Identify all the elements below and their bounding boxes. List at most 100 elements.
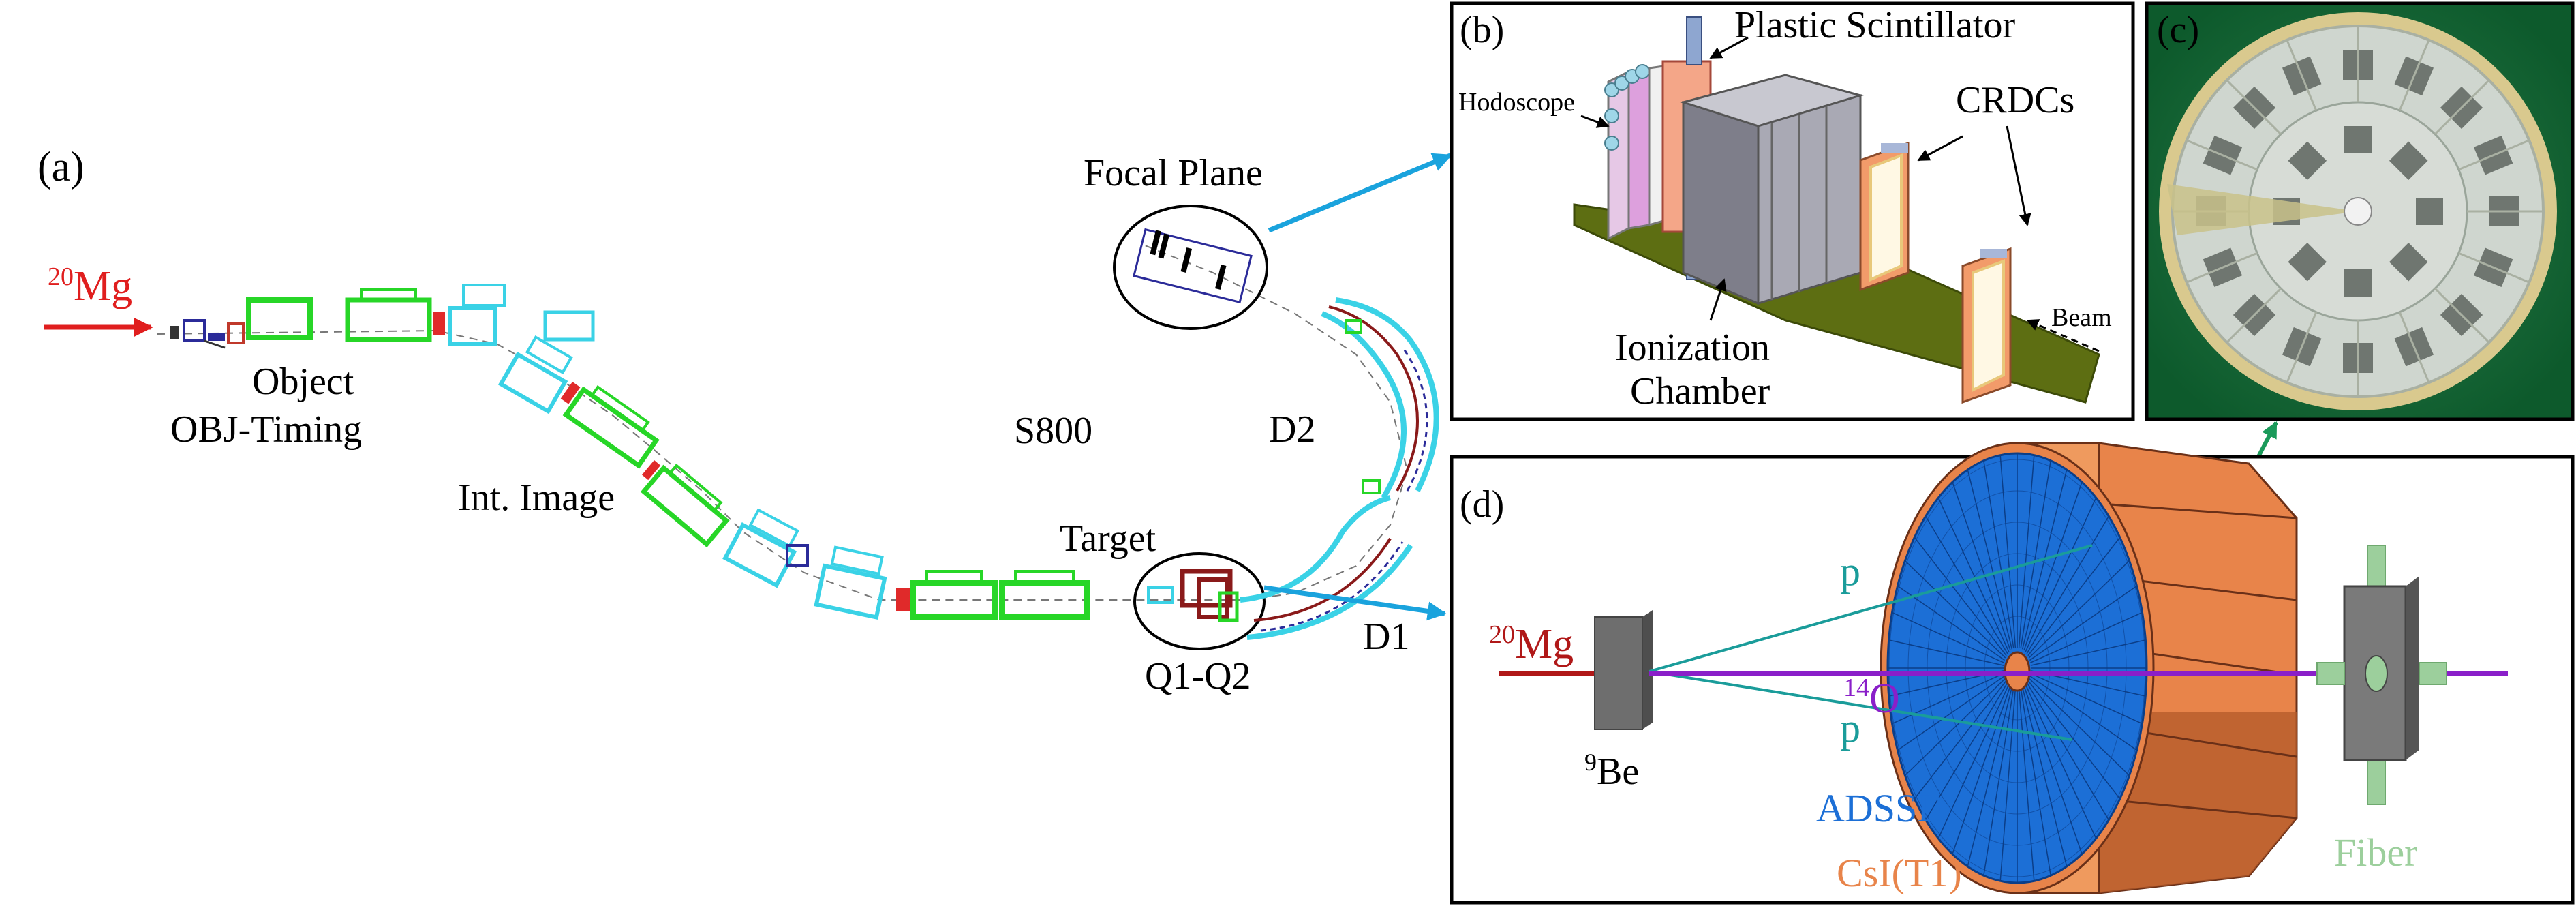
label-beam-b: Beam	[2051, 303, 2112, 332]
label-chamber: Chamber	[1630, 370, 1770, 412]
detector-photo-sector-line	[2398, 40, 2430, 111]
detector-photo-sector-line	[2286, 312, 2318, 383]
adssd-strip-line	[1967, 686, 2013, 867]
adssd-strip-line	[1983, 460, 2014, 649]
adssd-ring-line	[1984, 616, 2051, 721]
panel-d: (d) 20Mg 9Be	[1450, 442, 2575, 905]
adssd-strip-line	[1952, 481, 2011, 651]
hodoscope-tubes	[1604, 64, 1650, 151]
panel-d-letter: (d)	[1460, 483, 1504, 526]
label-crdcs: CRDCs	[1956, 79, 2074, 121]
beam-direction-dashed	[2026, 319, 2100, 352]
panel-a-beam-element: Mg	[74, 263, 132, 309]
label-oxygen-mass: 14	[1843, 674, 1869, 702]
panel-d-beam-element: Mg	[1515, 621, 1574, 667]
detector-photo-sector-line	[2286, 40, 2318, 111]
label-oxygen: 14O	[1843, 674, 1900, 722]
label-int-image: Int. Image	[458, 477, 615, 519]
detector-photo-sector-line	[2186, 252, 2258, 284]
adssd-strip-line	[2021, 686, 2068, 867]
detector-photo-pad	[2416, 198, 2443, 225]
adssd-ring-line	[1965, 584, 2070, 752]
arrow-to-panel-d	[1263, 585, 1447, 621]
panel-c: (c)	[2145, 1, 2575, 567]
ionization-chamber	[1679, 74, 1865, 305]
adssd-strip-line	[1937, 497, 2010, 652]
panel-a: (a) 20Mg	[37, 144, 1452, 697]
adssd-strip-line	[1952, 685, 2011, 855]
detector-photo-pad	[2389, 242, 2428, 282]
adssd-strip-line	[2018, 688, 2035, 881]
be-target	[1594, 616, 1643, 730]
label-ionization: Ionization	[1615, 327, 1770, 369]
adssd-strip-line	[1925, 515, 2008, 654]
fiber-hole	[2365, 655, 2388, 692]
fiber-plate-side	[2406, 576, 2419, 760]
adssd-strip-line	[2018, 455, 2035, 648]
panel-c-letter: (c)	[2157, 9, 2199, 51]
label-fiber: Fiber	[2334, 830, 2417, 875]
adssd-strip-line	[2020, 687, 2051, 876]
adssd-strip-line	[2023, 685, 2083, 855]
adssd-ring-line	[1927, 522, 2108, 815]
label-p-bottom: p	[1840, 706, 1860, 751]
detector-photo-flex-cable	[2167, 184, 2358, 235]
focal-plane-ellipse	[1113, 205, 1268, 330]
adssd-ring-line	[1907, 490, 2127, 846]
fiber-detector	[2316, 545, 2447, 805]
adssd-strip-line	[2026, 682, 2109, 821]
label-csi: CsI(T1)	[1837, 851, 1962, 895]
label-p-top: p	[1840, 549, 1860, 594]
detector-photo-pad	[2389, 141, 2428, 181]
focal-plane-detectors	[1133, 228, 1253, 304]
detector-photo-pad	[2288, 242, 2327, 282]
be-target-side	[1642, 610, 1653, 729]
detector-photo-sector-line	[2226, 288, 2282, 344]
detector-photo-pad	[2288, 141, 2327, 181]
adssd-strip-line	[1925, 682, 2008, 821]
adssd-strip-line	[1999, 688, 2017, 881]
panel-a-letter: (a)	[37, 144, 85, 190]
arrow-crdc-2	[2006, 125, 2031, 226]
arrow-hodoscope	[1580, 115, 1610, 128]
label-be-element: Be	[1597, 751, 1639, 793]
fiber-horizontal-right	[2419, 662, 2447, 685]
panel-b: (b)	[1450, 1, 2135, 421]
label-be-mass: 9	[1584, 749, 1597, 776]
detector-photo-sector-line	[2458, 252, 2530, 284]
detector-photo-sector-line	[2226, 79, 2282, 135]
detector-photo-sector-line	[2186, 139, 2258, 171]
arrow-to-panel-b	[1268, 153, 1452, 233]
adssd-disk	[1886, 452, 2148, 884]
adssd-strip-line	[1967, 469, 2013, 650]
panel-d-beam-label: 20Mg	[1489, 620, 1574, 667]
detector-photo-sector-line	[2434, 288, 2490, 344]
detector-photo-sector-line	[2434, 79, 2490, 135]
proton-track-top	[1649, 544, 2093, 673]
label-focal-plane: Focal Plane	[1084, 152, 1263, 194]
target-ellipse	[1133, 552, 1266, 650]
label-obj-timing: OBJ-Timing	[170, 408, 362, 451]
csi-shadow	[2099, 712, 2297, 893]
label-d1: D1	[1363, 616, 1409, 658]
adssd-ring-line	[1946, 553, 2089, 783]
proton-track-bottom	[1649, 670, 2072, 741]
label-object: Object	[252, 361, 354, 403]
object-section	[170, 284, 506, 349]
label-be: 9Be	[1584, 749, 1639, 793]
adssd-strip-line	[2027, 680, 2121, 800]
panel-a-beam-mass: 20	[48, 262, 74, 291]
label-adssd: ADSSD	[1816, 786, 1946, 830]
adssd-strips	[1888, 453, 2147, 883]
detector-photo-hole	[2344, 197, 2372, 226]
adssd-strip-line	[1999, 455, 2017, 648]
adssd-strip-line	[1914, 537, 2007, 656]
adssd-strip-line	[2026, 515, 2109, 654]
label-plastic-scintillator: Plastic Scintillator	[1734, 4, 2016, 46]
label-s800: S800	[1014, 410, 1092, 452]
scintillator-pmt-top	[1686, 16, 1702, 65]
fiber-horizontal-left	[2316, 662, 2345, 685]
adssd-strip-line	[1937, 684, 2010, 839]
label-q1q2: Q1-Q2	[1145, 655, 1251, 697]
adssd-strip-line	[1914, 680, 2007, 800]
